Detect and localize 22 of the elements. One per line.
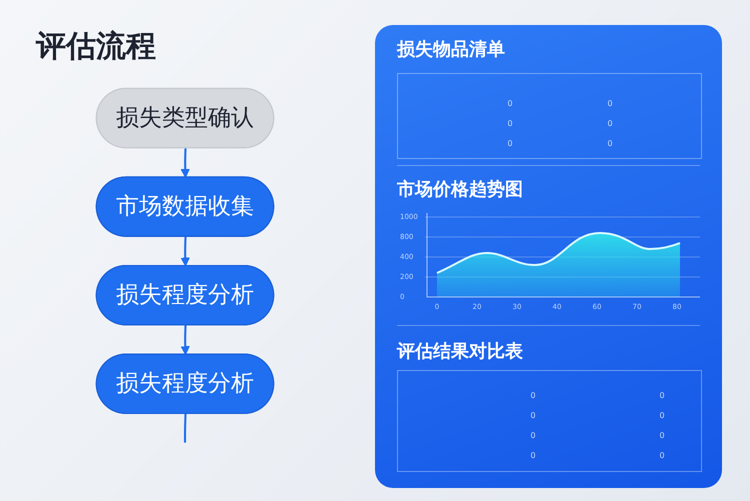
table-value: 0 [530, 431, 536, 440]
table-value: 0 [530, 451, 536, 460]
arrow [180, 148, 190, 178]
table-value: 0 [659, 431, 665, 440]
table-value: 0 [507, 99, 513, 108]
table-value: 0 [659, 451, 665, 460]
table-value: 0 [607, 139, 613, 148]
table-value: 0 [507, 119, 513, 128]
section-heading: 市场价格趋势图 [397, 178, 523, 201]
table-value: 0 [607, 99, 613, 108]
connector [184, 414, 187, 443]
table-value: 0 [659, 411, 665, 420]
table-value: 0 [530, 411, 536, 420]
table-value: 0 [659, 391, 665, 400]
arrow [180, 236, 190, 266]
arrow [180, 325, 190, 355]
section-heading: 评估结果对比表 [397, 340, 523, 363]
section-heading: 损失物品清单 [397, 38, 505, 61]
diagram-title: 评估流程 [36, 28, 156, 66]
table-value: 0 [607, 119, 613, 128]
table-value: 0 [507, 139, 513, 148]
table-value: 0 [530, 391, 536, 400]
